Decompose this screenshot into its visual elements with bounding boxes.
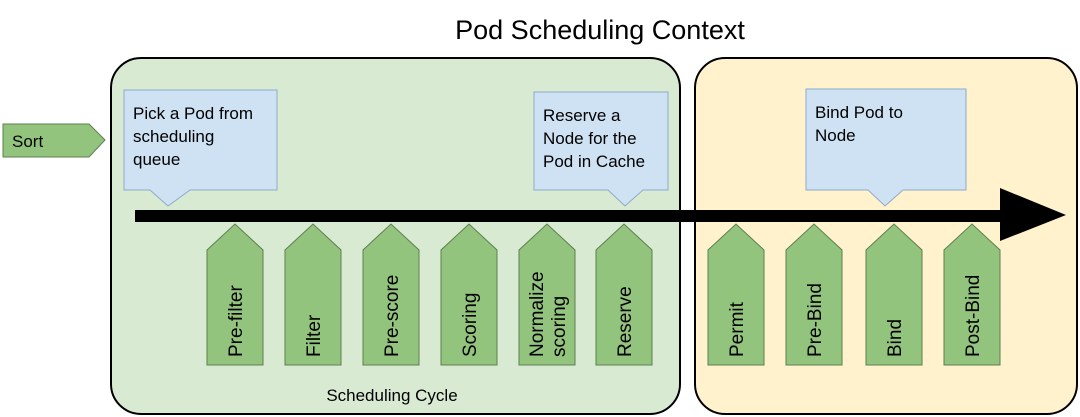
plugin-pre-bind: Pre-Bind [785, 223, 843, 366]
callout-shape [123, 89, 278, 207]
plugin-shape [707, 223, 765, 366]
sort-label: Sort [12, 132, 43, 151]
plugin-shape [440, 223, 498, 366]
plugin-label: scoring [549, 296, 570, 357]
plugin-bind: Bind [865, 223, 923, 366]
callout-text: Reserve a [543, 106, 621, 125]
callout-shape [805, 88, 967, 207]
plugin-label: Post-Bind [963, 275, 984, 357]
plugin-label: Pre-score [382, 275, 403, 357]
callout-1: Pick a Pod from scheduling queue [123, 89, 278, 207]
callout-3: Bind Pod to Node [805, 88, 967, 207]
diagram-title: Pod Scheduling Context [455, 15, 745, 45]
plugin-shape [785, 223, 843, 366]
plugin-scoring: Scoring [440, 223, 498, 366]
plugin-shape [595, 223, 653, 366]
plugin-filter: Filter [284, 223, 342, 366]
callout-text: Node [815, 126, 856, 145]
plugin-label: Reserve [615, 286, 636, 357]
scheduling-cycle-label: Scheduling Cycle [326, 386, 457, 405]
plugin-pre-filter: Pre-filter [206, 223, 264, 366]
plugin-reserve: Reserve [595, 223, 653, 366]
callout-text: scheduling [133, 127, 214, 146]
plugin-shape [518, 223, 576, 366]
plugin-label: Scoring [460, 293, 481, 357]
plugin-label: Normalize [527, 271, 548, 357]
plugin-shape [943, 223, 1001, 366]
sort-plugin: Sort [2, 123, 106, 158]
flow-arrow [135, 188, 1066, 241]
plugin-shape [362, 223, 420, 366]
plugin-shape [206, 223, 264, 366]
callout-text: Pick a Pod from [133, 104, 253, 123]
plugin-label: Filter [304, 314, 325, 357]
callout-shape [533, 91, 669, 207]
plugin-permit: Permit [707, 223, 765, 366]
callout-text: Pod in Cache [543, 152, 645, 171]
plugin-shape [865, 223, 923, 366]
callout-text: queue [133, 150, 180, 169]
plugin-pre-score: Pre-score [362, 223, 420, 366]
plugin-shape [284, 223, 342, 366]
plugin-post-bind: Post-Bind [943, 223, 1001, 366]
plugin-label: Pre-Bind [805, 283, 826, 357]
plugin-label: Pre-filter [226, 285, 247, 357]
plugin-label: Permit [727, 301, 748, 357]
callout-text: Bind Pod to [815, 103, 903, 122]
plugin-label: Bind [885, 319, 906, 357]
callout-text: Node for the [543, 129, 637, 148]
